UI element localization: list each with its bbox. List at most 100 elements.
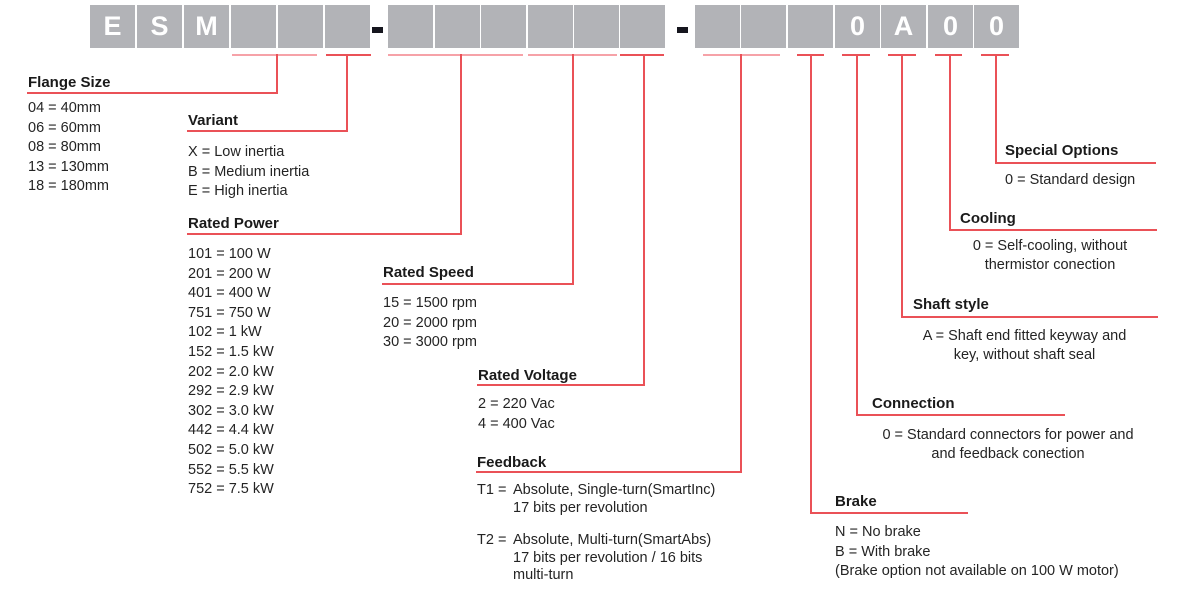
code-box-power-3 [481,5,526,48]
code-box-special: 0 [974,5,1019,48]
box-underline-power [388,54,523,56]
code-box-feedback-1 [695,5,740,48]
list-item: N = No brake [835,524,921,540]
list-item: 08 = 80mm [28,139,101,156]
box-underline-voltage [620,54,664,56]
title-underline-connection [856,414,1065,416]
box-underline-variant [326,54,371,56]
leader-brake-vertical [810,54,812,514]
list-item: 15 = 1500 rpm [383,295,477,311]
list-item: B = Medium inertia [188,163,310,180]
leader-special-vertical [995,54,997,164]
list-item: Absolute, Multi-turn(SmartAbs) [513,532,712,548]
variant-title: Variant [188,112,239,129]
leader-connection-vertical [856,54,858,416]
list-item: 0 = Standard design [1005,172,1136,188]
list-item: A = Shaft end fitted keyway and [922,328,1127,344]
feedback-title: Feedback [477,454,547,471]
leader-cooling-vertical [949,54,951,231]
list-item: 302 = 3.0 kW [188,402,274,419]
rated-voltage-title: Rated Voltage [478,367,577,384]
list-item: 102 = 1 kW [188,324,262,341]
list-item: 751 = 750 W [188,304,271,321]
leader-shaft-vertical [901,54,903,318]
list-item: 18 = 180mm [28,178,110,195]
list-item: 13 = 130mm [28,158,110,175]
feedback-entry-t2: T2 = Absolute, Multi-turn(SmartAbs) 17 b… [477,532,711,585]
title-underline-variant [187,130,348,132]
list-item: E = High inertia [188,183,288,200]
title-underline-cooling [949,229,1157,231]
leader-power-vertical [460,54,462,235]
variant-list: X = Low inertia B = Medium inertia E = H… [188,143,309,202]
leader-speed-vertical [572,54,574,285]
code-box-feedback-2 [741,5,786,48]
list-item: 20 = 2000 rpm [383,314,477,331]
code-box-shaft: A [881,5,926,48]
title-underline-flange [27,92,278,94]
code-box-flange-1 [231,5,276,48]
code-box-speed-2 [574,5,619,48]
list-item: 752 = 7.5 kW [188,481,274,498]
leader-variant-vertical [346,54,348,132]
list-item: 06 = 60mm [28,119,101,136]
list-item: and feedback conection [931,445,1085,462]
box-underline-flange [232,54,317,56]
list-item: 04 = 40mm [28,100,101,116]
list-item: 201 = 200 W [188,265,271,282]
list-item: key, without shaft seal [953,347,1096,363]
code-box-speed-1 [528,5,573,48]
shaft-style-description: A = Shaft end fitted keyway and key, wit… [902,327,1147,365]
list-item: 17 bits per revolution / 16 bits [513,549,703,566]
shaft-style-title: Shaft style [913,296,989,313]
connection-description: 0 = Standard connectors for power and an… [858,426,1158,463]
feedback-code: T1 = [477,482,507,498]
cooling-title: Cooling [960,210,1016,227]
list-item: 4 = 400 Vac [478,415,555,432]
list-item: 0 = Standard connectors for power and [882,427,1134,443]
title-underline-shaft [901,316,1158,318]
box-underline-cooling [935,54,962,56]
feedback-entry-t1: T1 = Absolute, Single-turn(SmartInc) 17 … [477,482,715,517]
separator-dash-1 [372,27,383,33]
rated-voltage-list: 2 = 220 Vac 4 = 400 Vac [478,395,555,434]
list-item: thermistor conection [984,257,1116,273]
title-underline-voltage [477,384,645,386]
leader-flange-vertical [276,54,278,94]
list-item: Absolute, Single-turn(SmartInc) [513,482,716,498]
rated-power-title: Rated Power [188,215,279,232]
special-options-description: 0 = Standard design [1005,171,1135,191]
list-item: 202 = 2.0 kW [188,363,274,380]
feedback-description: Absolute, Multi-turn(SmartAbs) 17 bits p… [513,532,711,585]
cooling-description: 0 = Self-cooling, without thermistor con… [950,237,1150,275]
list-item: 502 = 5.0 kW [188,441,274,458]
title-underline-special [995,162,1156,164]
rated-power-list: 101 = 100 W 201 = 200 W 401 = 400 W 751 … [188,245,274,500]
list-item: 442 = 4.4 kW [188,422,274,439]
list-item: multi-turn [513,567,574,583]
rated-speed-list: 15 = 1500 rpm 20 = 2000 rpm 30 = 3000 rp… [383,294,477,353]
code-box-prefix-s: S [137,5,182,48]
leader-voltage-vertical [643,54,645,386]
code-box-connection: 0 [835,5,880,48]
list-item: 401 = 400 W [188,285,271,302]
list-item: (Brake option not available on 100 W mot… [835,563,1119,580]
list-item: X = Low inertia [188,144,285,160]
title-underline-speed [382,283,574,285]
feedback-description: Absolute, Single-turn(SmartInc) 17 bits … [513,482,715,517]
title-underline-feedback [476,471,742,473]
code-box-flange-2 [278,5,323,48]
list-item: 292 = 2.9 kW [188,383,274,400]
separator-dash-2 [677,27,688,33]
feedback-code: T2 = [477,532,507,548]
code-box-prefix-m: M [184,5,229,48]
special-options-title: Special Options [1005,142,1119,159]
rated-speed-title: Rated Speed [383,264,474,281]
title-underline-brake [810,512,968,514]
connection-title: Connection [872,395,955,412]
code-box-voltage [620,5,665,48]
list-item: 0 = Self-cooling, without [972,238,1128,254]
code-box-prefix-e: E [90,5,135,48]
list-item: 17 bits per revolution [513,499,648,516]
